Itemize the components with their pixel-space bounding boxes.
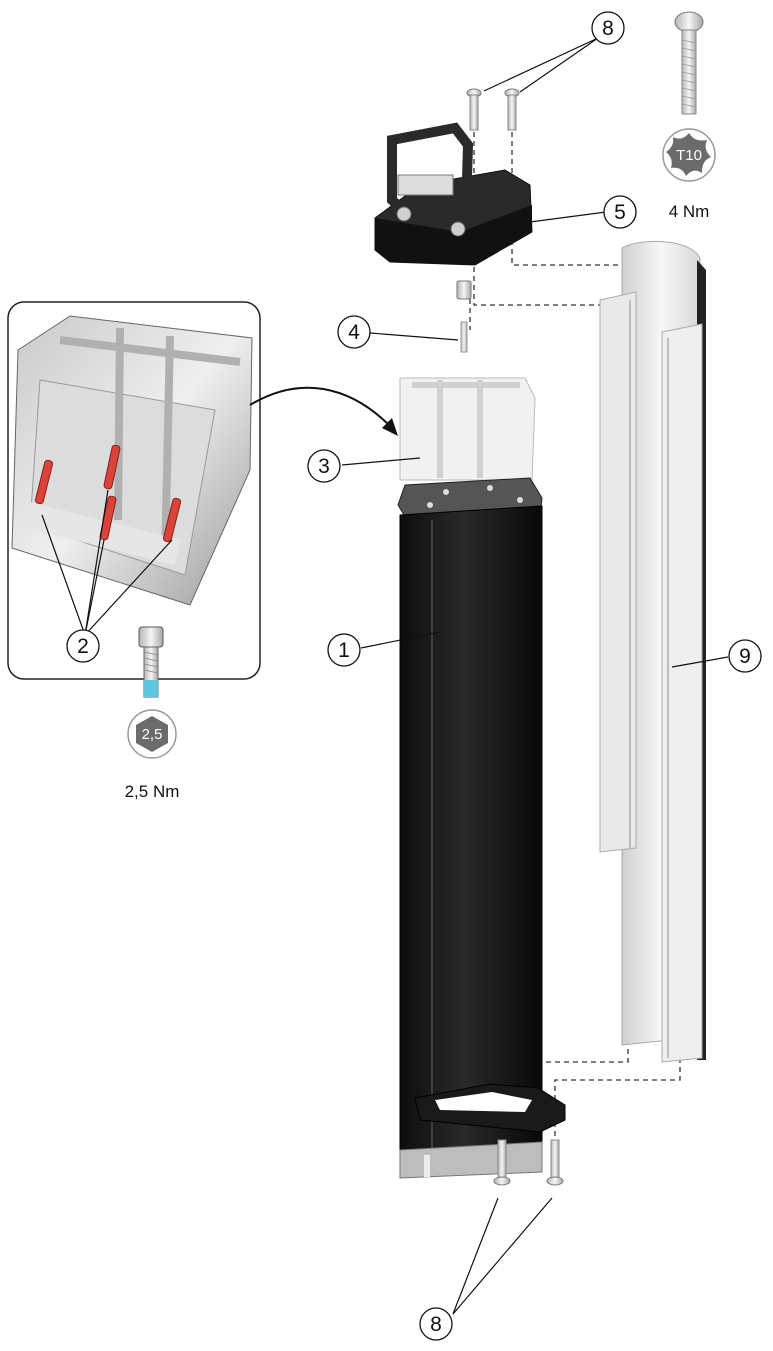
threaded-insert: [456, 280, 472, 353]
hex-screw: [138, 626, 164, 698]
callout-4: 4: [337, 315, 371, 349]
hex-torque-label: 2,5 Nm: [125, 782, 180, 801]
torx-bit-label: T10: [676, 147, 702, 164]
callout-1: 1: [327, 633, 361, 667]
side-cover-panel: [599, 240, 706, 1063]
callout-1-label: 1: [338, 639, 350, 662]
callout-2-label: 2: [77, 635, 89, 658]
callout-4-label: 4: [348, 321, 360, 344]
column-main-body: [397, 377, 543, 1179]
detail-arrow: [249, 386, 398, 436]
callout-5: 5: [603, 195, 637, 229]
detail-inset: [7, 301, 261, 680]
hex-bit-label: 2,5: [142, 726, 163, 743]
bottom-screws: [493, 1139, 564, 1186]
hex-bit-icon: 2,5: [127, 709, 177, 759]
callout-leaders: [341, 37, 729, 1315]
callout-3: 3: [307, 449, 341, 483]
callout-9: 9: [728, 639, 762, 673]
callout-9-label: 9: [739, 645, 751, 668]
callout-8-bottom: 8: [419, 1307, 453, 1341]
torx-screw: [674, 11, 704, 115]
bottom-bracket: [414, 1083, 566, 1133]
callout-8-top: 8: [591, 11, 625, 45]
callout-8-top-label: 8: [602, 17, 614, 40]
top-mount-cap: [374, 122, 533, 266]
callout-5-label: 5: [614, 201, 626, 224]
torx-torque-label: 4 Nm: [669, 202, 710, 221]
callout-8-bottom-label: 8: [430, 1313, 442, 1336]
torx-bit-icon: T10: [662, 128, 716, 182]
callout-2: 2: [66, 629, 100, 663]
top-screws: [466, 88, 520, 131]
callout-3-label: 3: [318, 455, 330, 478]
